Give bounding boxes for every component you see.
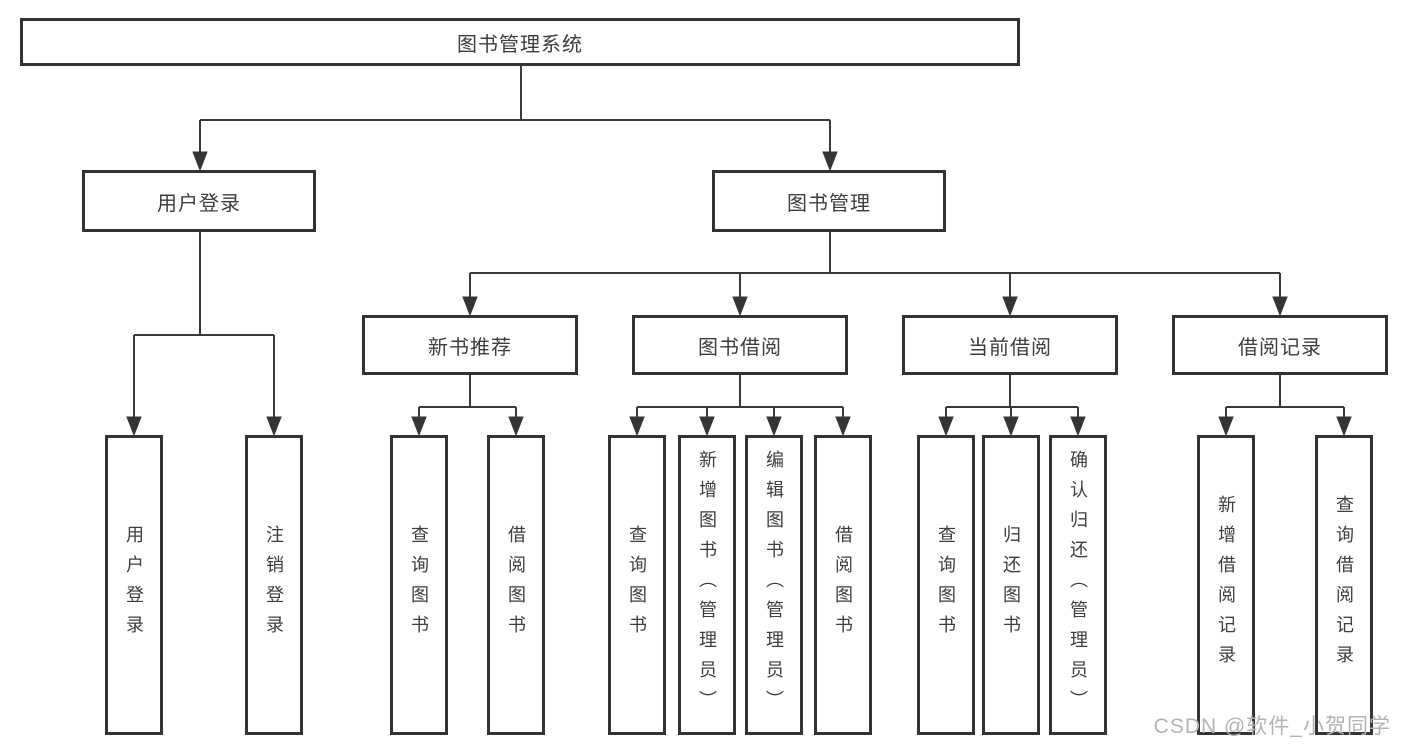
leaf-logout-label: 注销登录 bbox=[264, 525, 284, 645]
leaf-return-books: 归还图书 bbox=[982, 435, 1040, 735]
leaf-add-borrow-record: 新增借阅记录 bbox=[1197, 435, 1255, 735]
leaf-borrow-books-recommend-label: 借阅图书 bbox=[506, 525, 526, 645]
leaf-query-borrow-record: 查询借阅记录 bbox=[1315, 435, 1373, 735]
leaf-confirm-return-admin: 确认归还（管理员） bbox=[1049, 435, 1107, 735]
leaf-confirm-return-admin-label: 确认归还（管理员） bbox=[1068, 450, 1088, 720]
leaf-borrow-books-label: 借阅图书 bbox=[833, 525, 853, 645]
node-new-book-recommend: 新书推荐 bbox=[362, 315, 578, 375]
arrowheads bbox=[126, 151, 1352, 437]
leaf-add-borrow-record-label: 新增借阅记录 bbox=[1216, 495, 1236, 675]
connector-user-login bbox=[133, 232, 275, 421]
connector-root bbox=[199, 66, 831, 158]
leaf-query-books-current-label: 查询图书 bbox=[936, 525, 956, 645]
leaf-borrow-books-recommend: 借阅图书 bbox=[487, 435, 545, 735]
leaf-add-book-admin: 新增图书（管理员） bbox=[678, 435, 736, 735]
node-book-borrow: 图书借阅 bbox=[632, 315, 848, 375]
leaf-query-books-borrow-label: 查询图书 bbox=[627, 525, 647, 645]
leaf-edit-book-admin: 编辑图书（管理员） bbox=[745, 435, 803, 735]
leaf-query-books-recommend: 查询图书 bbox=[390, 435, 448, 735]
leaf-logout: 注销登录 bbox=[245, 435, 303, 735]
connector-book-management bbox=[469, 232, 1281, 301]
node-current-borrow: 当前借阅 bbox=[902, 315, 1118, 375]
leaf-user-login-label: 用户登录 bbox=[124, 525, 144, 645]
node-book-management: 图书管理 bbox=[712, 170, 946, 232]
node-borrow-records: 借阅记录 bbox=[1172, 315, 1388, 375]
leaf-return-books-label: 归还图书 bbox=[1001, 525, 1021, 645]
connector-leaf-groups bbox=[418, 375, 1345, 421]
node-user-login: 用户登录 bbox=[82, 170, 316, 232]
leaf-query-borrow-record-label: 查询借阅记录 bbox=[1334, 495, 1354, 675]
leaf-query-books-recommend-label: 查询图书 bbox=[409, 525, 429, 645]
leaf-add-book-admin-label: 新增图书（管理员） bbox=[697, 450, 717, 720]
leaf-user-login: 用户登录 bbox=[105, 435, 163, 735]
watermark: CSDN @软件_小贺同学 bbox=[1153, 715, 1391, 738]
leaf-edit-book-admin-label: 编辑图书（管理员） bbox=[764, 450, 784, 720]
node-book-system: 图书管理系统 bbox=[20, 18, 1020, 66]
leaf-borrow-books: 借阅图书 bbox=[814, 435, 872, 735]
leaf-query-books-borrow: 查询图书 bbox=[608, 435, 666, 735]
leaf-query-books-current: 查询图书 bbox=[917, 435, 975, 735]
